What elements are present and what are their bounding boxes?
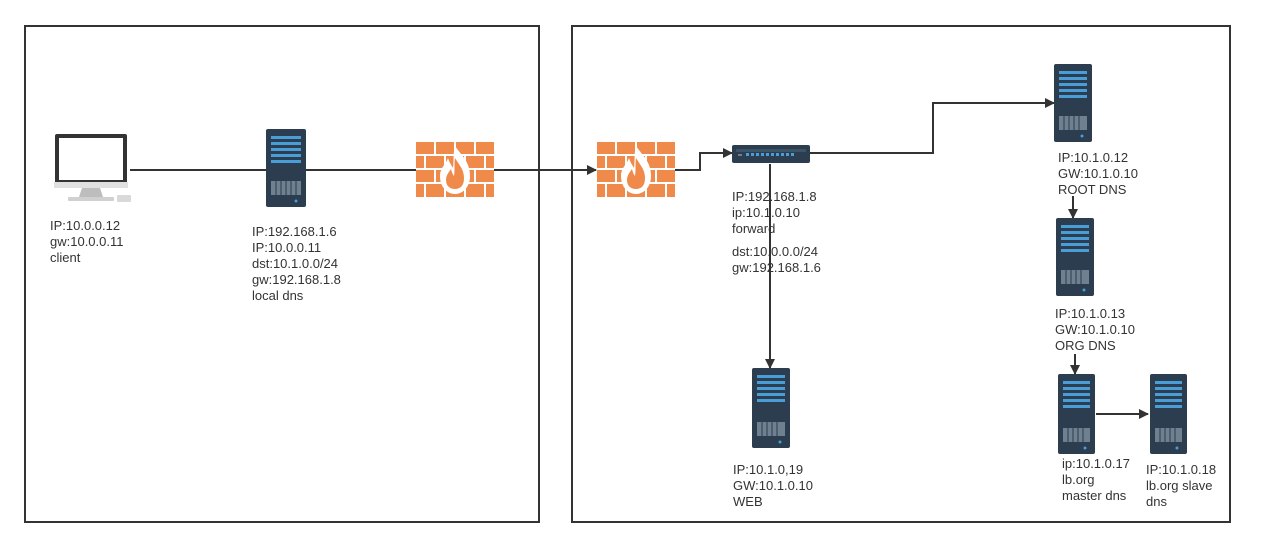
web-server-icon [752,368,790,448]
slave-dns-server-icon [1150,374,1187,454]
label-line: WEB [733,494,763,509]
label-line: client [50,250,81,265]
label-line: dst:10.0.0.0/24 [732,244,819,259]
left-network-zone [24,25,540,523]
label-line: IP:10.0.0.11 [252,240,322,255]
label-line: GW:10.1.0.10 [1055,322,1135,337]
label-line: IP:192.168.1.8 [732,189,817,204]
right-network-zone [571,25,1231,523]
org-dns-server-icon [1056,218,1094,296]
desktop-computer-icon [54,134,131,202]
label-line: IP:10.1.0,19 [733,462,804,477]
label-line: IP:192.168.1.6 [252,224,337,239]
label-line: lb.org [1062,472,1095,487]
label-line: forward [732,221,776,236]
label-line: local dns [252,288,304,303]
root-dns-server-icon [1054,64,1092,142]
label-line: ORG DNS [1055,338,1116,353]
label-line: gw:192.168.1.8 [252,272,341,287]
link-switch-rootdns [808,98,1055,154]
firewall-brick-icon [416,142,494,197]
firewall-brick-icon-2 [597,142,675,197]
label-line: GW:10.1.0.10 [1058,166,1138,181]
label-line: ROOT DNS [1058,182,1127,197]
label-line: ip:10.1.0.10 [732,205,800,220]
label-line: IP:10.1.0.12 [1058,150,1129,165]
label-line: dns [1146,494,1167,509]
label-line: IP:10.0.0.12 [50,218,121,233]
label-line: gw:192.168.1.6 [732,260,821,275]
label-line: gw:10.0.0.11 [50,234,124,249]
label-line: dst:10.1.0.0/24 [252,256,339,271]
local-dns-server-icon [266,129,306,207]
label-line: IP:10.1.0.13 [1055,306,1126,321]
label-line: ip:10.1.0.17 [1062,456,1130,471]
master-dns-server-icon [1058,374,1095,454]
label-line: GW:10.1.0.10 [733,478,813,493]
link-firewall-switch [674,148,733,171]
label-line: lb.org slave [1146,478,1213,493]
network-switch-icon [732,145,810,163]
label-line: master dns [1062,488,1127,503]
label-line: IP:10.1.0.18 [1146,462,1217,477]
